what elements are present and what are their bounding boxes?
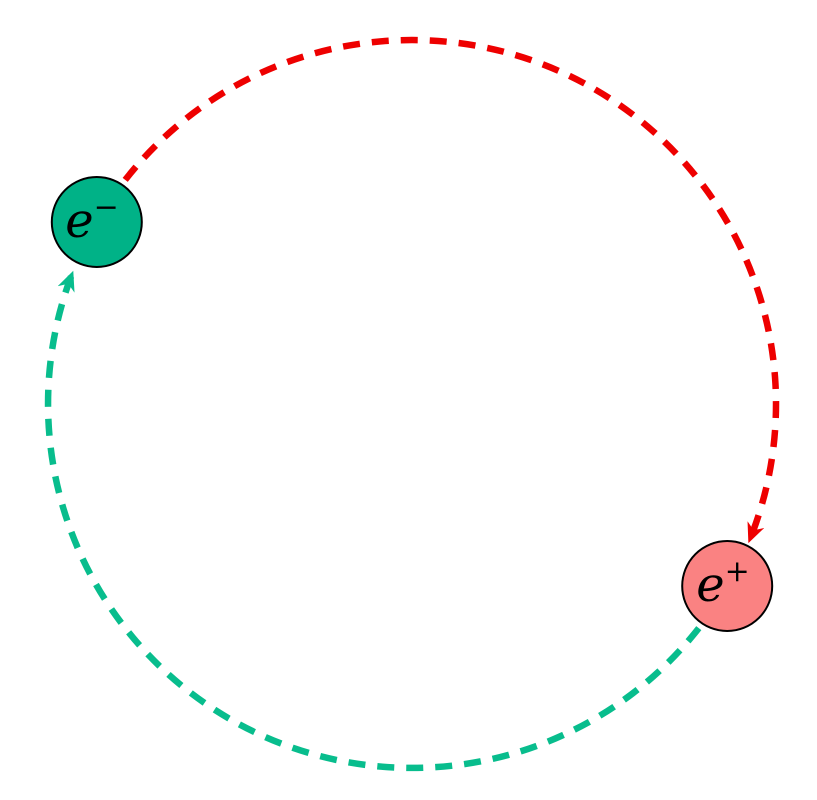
arc-electron-to-positron bbox=[122, 36, 780, 544]
positron-label-base: e bbox=[696, 557, 724, 613]
electron-node bbox=[50, 176, 143, 268]
electron-label-base: e bbox=[65, 193, 93, 249]
electron-label-superscript: − bbox=[94, 190, 119, 225]
arc-positron-to-electron bbox=[44, 270, 702, 772]
electron-label: e− bbox=[65, 190, 119, 249]
positron-label: e+ bbox=[696, 554, 750, 613]
positron-node bbox=[681, 540, 774, 632]
positron-label-superscript: + bbox=[725, 554, 750, 589]
